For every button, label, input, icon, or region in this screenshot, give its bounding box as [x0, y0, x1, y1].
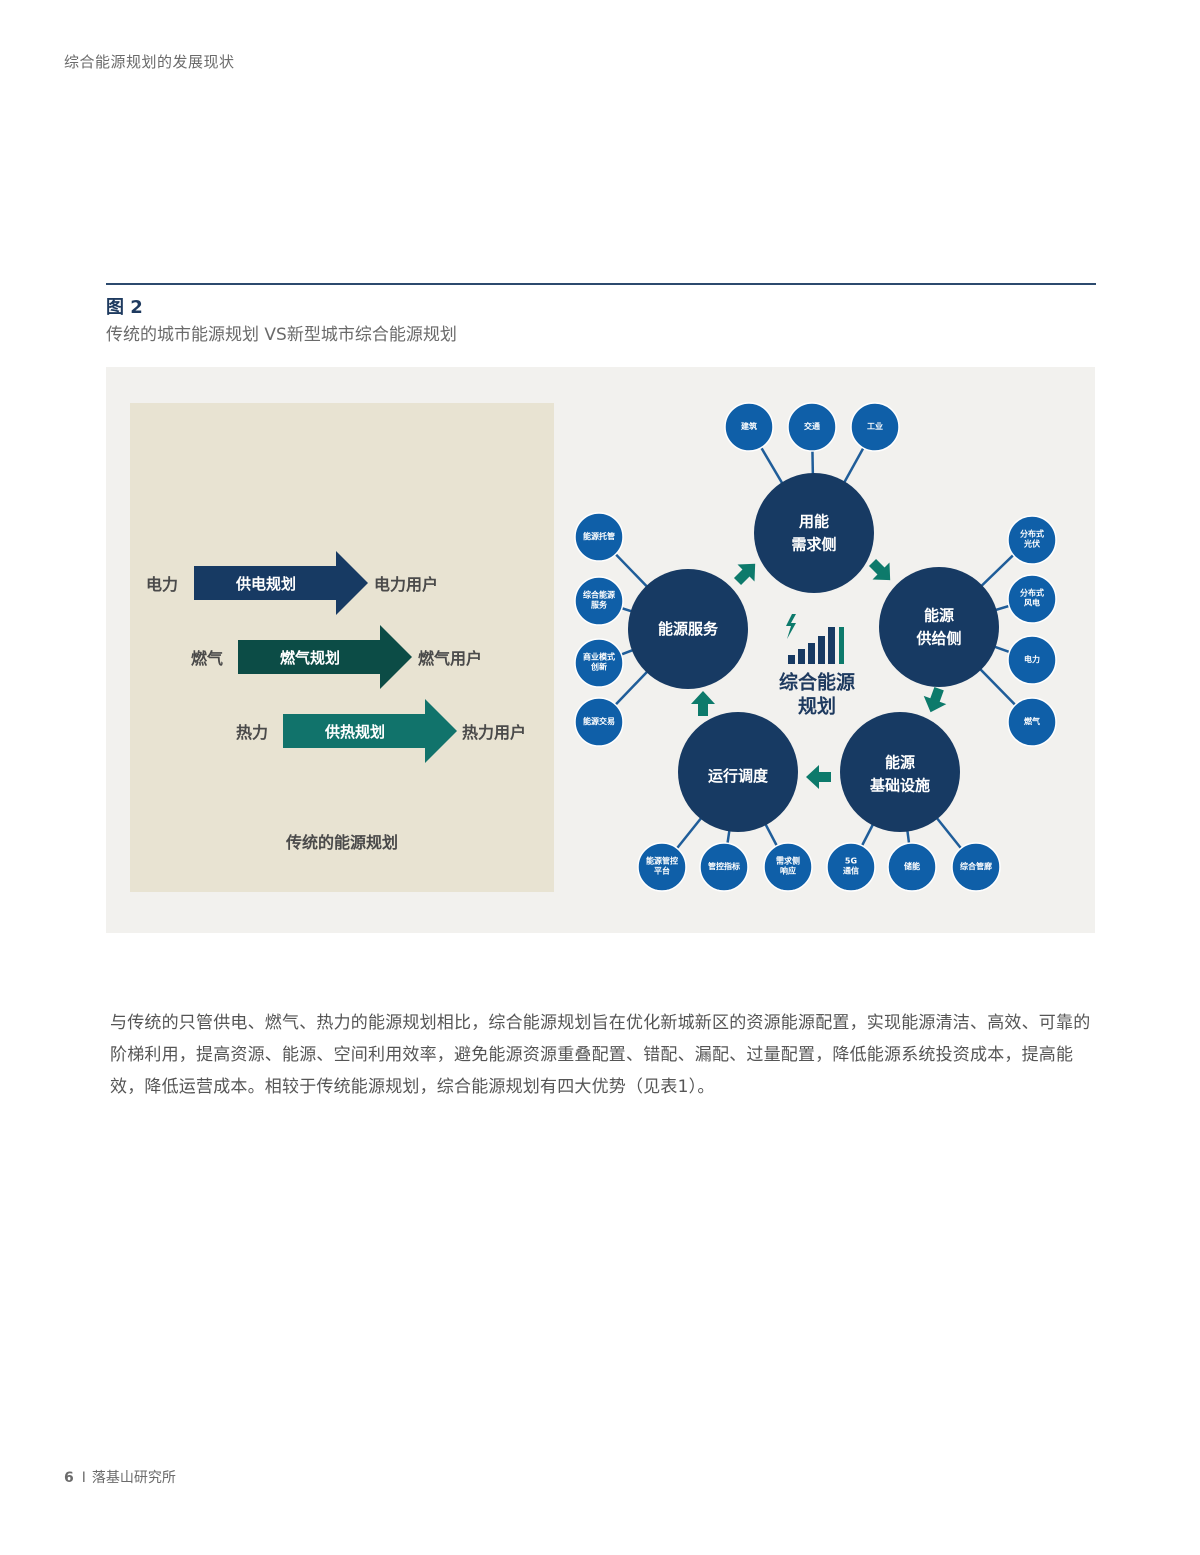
node-industry: 工业	[867, 421, 883, 431]
node-demand-response: 需求侧 响应	[776, 856, 800, 876]
node-business-model: 商业模式 创新	[583, 652, 615, 672]
trad-source: 热力	[236, 723, 269, 742]
figure-top-rule	[106, 283, 1096, 285]
node-control-indicators: 管控指标	[708, 861, 740, 871]
node-transport: 交通	[804, 421, 820, 431]
figure-title: 传统的城市能源规划 VS新型城市综合能源规划	[106, 325, 457, 345]
trad-target: 热力用户	[462, 723, 527, 742]
bolt-signal-bars-icon	[786, 614, 844, 664]
traditional-planning-panel: 电力 供电规划 电力用户 燃气 燃气规划 燃气用户 热力 供热规划 热力用户 传…	[130, 403, 554, 892]
page-number: 6	[64, 1470, 74, 1486]
arrow-icon: 供热规划	[283, 699, 457, 763]
arrow-icon: 供电规划	[194, 551, 368, 615]
node-distributed-pv: 分布式 光伏	[1020, 529, 1044, 549]
publisher-name: 落基山研究所	[91, 1470, 176, 1486]
traditional-caption: 传统的能源规划	[285, 833, 398, 852]
node-utility-tunnel: 综合管廊	[960, 861, 992, 871]
hub-infrastructure: 能源 基础设施	[869, 753, 931, 795]
hub-supply-side: 能源 供给侧	[916, 606, 962, 648]
body-paragraph: 与传统的只管供电、燃气、热力的能源规划相比，综合能源规划旨在优化新城新区的资源能…	[110, 1013, 1091, 1097]
trad-source: 燃气	[191, 649, 224, 668]
node-distributed-wind: 分布式 风电	[1020, 588, 1044, 608]
node-electricity: 电力	[1024, 654, 1040, 664]
figure-2: 电力 供电规划 电力用户 燃气 燃气规划 燃气用户 热力 供热规划 热力用户 传…	[106, 367, 1095, 933]
node-gas: 燃气	[1024, 716, 1040, 726]
center-label: 综合能源 规划	[778, 671, 856, 717]
plan-label: 供电规划	[194, 566, 338, 600]
trad-row-heat: 热力 供热规划 热力用户	[130, 699, 554, 763]
figure-label: 图 2	[106, 297, 143, 318]
node-5g: 5G 通信	[843, 856, 859, 876]
node-building: 建筑	[741, 421, 757, 431]
footer-separator: I	[81, 1470, 86, 1486]
trad-target: 燃气用户	[418, 649, 483, 668]
node-energy-hosting: 能源托管	[583, 531, 615, 541]
trad-row-electricity: 电力 供电规划 电力用户	[130, 551, 554, 615]
node-energy-trading: 能源交易	[583, 716, 615, 726]
node-integrated-service: 综合能源 服务	[583, 590, 615, 610]
running-head: 综合能源规划的发展现状	[64, 53, 235, 71]
trad-source: 电力	[146, 575, 179, 594]
integrated-planning-diagram	[574, 402, 1057, 892]
hub-operations: 运行调度	[707, 766, 769, 785]
arrow-icon: 燃气规划	[238, 625, 412, 689]
hub-energy-service: 能源服务	[657, 619, 719, 638]
trad-target: 电力用户	[374, 575, 439, 594]
hub-demand-side: 用能 需求侧	[791, 512, 837, 554]
node-control-platform: 能源管控 平台	[646, 856, 678, 876]
plan-label: 供热规划	[283, 714, 427, 748]
trad-row-gas: 燃气 燃气规划 燃气用户	[130, 625, 554, 689]
plan-label: 燃气规划	[238, 640, 382, 674]
node-storage: 储能	[904, 861, 920, 871]
